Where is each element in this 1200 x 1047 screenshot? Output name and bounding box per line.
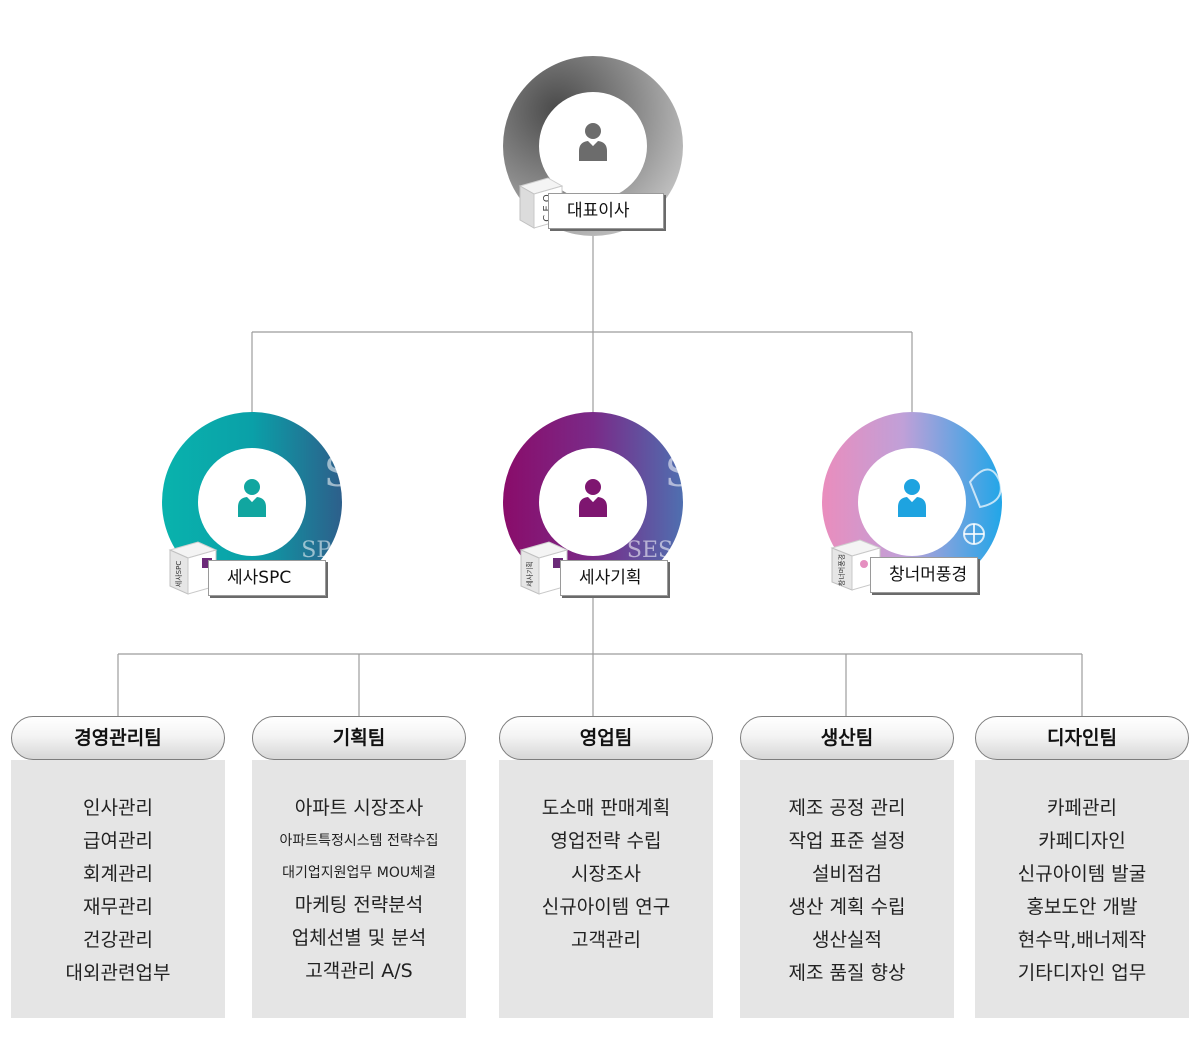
spc-cube-label: 세사SPC <box>174 561 183 588</box>
person-icon <box>238 479 266 517</box>
dept-design: 디자인팀 카페관리 카페디자인 신규아이템 발굴 홍보도안 개발 현수막,배너제… <box>975 716 1189 1018</box>
duty-item: 기타디자인 업무 <box>1017 962 1147 984</box>
duty-item: 카페디자인 <box>1038 830 1126 852</box>
duty-item: 건강관리 <box>83 929 153 951</box>
duty-item: 홍보도안 개발 <box>1026 896 1138 918</box>
dept-sales: 영업팀 도소매 판매계획 영업전략 수립 시장조사 신규아이템 연구 고객관리 <box>499 716 713 1018</box>
duty-item: 아파트특정시스템 전략수집 <box>279 833 439 849</box>
dept-title: 생산팀 <box>740 716 954 760</box>
ceo-title: 대표이사 <box>548 193 664 229</box>
dept-duties: 도소매 판매계획 영업전략 수립 시장조사 신규아이템 연구 고객관리 <box>499 760 713 1018</box>
company-name-window: 창너머풍경 <box>870 557 978 593</box>
company-name-sesa: 세사기획 <box>560 560 668 596</box>
duty-item: 대외관련업부 <box>65 962 171 984</box>
duty-item: 제조 품질 향상 <box>788 962 906 984</box>
duty-item: 도소매 판매계획 <box>541 797 671 819</box>
duty-item: 신규아이템 연구 <box>541 896 671 918</box>
sesa-logo-mark: SS <box>664 450 705 496</box>
duty-item: 고객관리 A/S <box>305 960 413 982</box>
duty-item: 영업전략 수립 <box>550 830 662 852</box>
person-icon <box>579 479 607 517</box>
dept-planning: 기획팀 아파트 시장조사 아파트특정시스템 전략수집 대기업지원업무 MOU체결… <box>252 716 466 1018</box>
duty-item: 시장조사 <box>571 863 641 885</box>
duty-item: 고객관리 <box>571 929 641 951</box>
duty-item: 인사관리 <box>83 797 153 819</box>
duty-item: 작업 표준 설정 <box>788 830 906 852</box>
duty-item: 회계관리 <box>83 863 153 885</box>
duty-item: 제조 공정 관리 <box>788 797 906 819</box>
duty-item: 생산 계획 수립 <box>788 896 906 918</box>
duty-item: 재무관리 <box>83 896 153 918</box>
duty-item: 신규아이템 발굴 <box>1017 863 1147 885</box>
dept-duties: 제조 공정 관리 작업 표준 설정 설비점검 생산 계획 수립 생산실적 제조 … <box>740 760 954 1018</box>
duty-item: 마케팅 전략분석 <box>294 894 424 916</box>
company-name-spc: 세사SPC <box>208 560 326 596</box>
person-icon <box>579 123 607 161</box>
ceo-cube-label: C.E.O <box>542 194 553 222</box>
duty-item: 현수막,배너제작 <box>1017 929 1147 951</box>
duty-item: 업체선별 및 분석 <box>291 927 427 949</box>
duty-item: 카페관리 <box>1047 797 1117 819</box>
dept-duties: 아파트 시장조사 아파트특정시스템 전략수집 대기업지원업무 MOU체결 마케팅… <box>252 760 466 1018</box>
sesa-cube-label: 세사기획 <box>525 561 534 587</box>
spc-logo-mark: SS <box>323 450 364 496</box>
dept-title: 경영관리팀 <box>11 716 225 760</box>
window-cube-label: 창너머풍경 <box>837 554 846 586</box>
sesa-cube-icon: 세사기획 <box>519 541 569 595</box>
dept-management: 경영관리팀 인사관리 급여관리 회계관리 재무관리 건강관리 대외관련업부 <box>11 716 225 1018</box>
duty-item: 급여관리 <box>83 830 153 852</box>
duty-item: 대기업지원업무 MOU체결 <box>282 865 436 881</box>
dept-production: 생산팀 제조 공정 관리 작업 표준 설정 설비점검 생산 계획 수립 생산실적… <box>740 716 954 1018</box>
dept-title: 영업팀 <box>499 716 713 760</box>
person-icon <box>898 479 926 517</box>
butterfly-logo-icon <box>963 468 1002 545</box>
duty-item: 설비점검 <box>812 863 882 885</box>
duty-item: 아파트 시장조사 <box>294 797 424 819</box>
dept-title: 기획팀 <box>252 716 466 760</box>
dept-duties: 카페관리 카페디자인 신규아이템 발굴 홍보도안 개발 현수막,배너제작 기타디… <box>975 760 1189 1018</box>
dept-title: 디자인팀 <box>975 716 1189 760</box>
sesa-watermark: SESA <box>626 538 689 563</box>
dept-duties: 인사관리 급여관리 회계관리 재무관리 건강관리 대외관련업부 <box>11 760 225 1018</box>
spc-watermark: SPC <box>301 538 348 563</box>
duty-item: 생산실적 <box>812 929 882 951</box>
